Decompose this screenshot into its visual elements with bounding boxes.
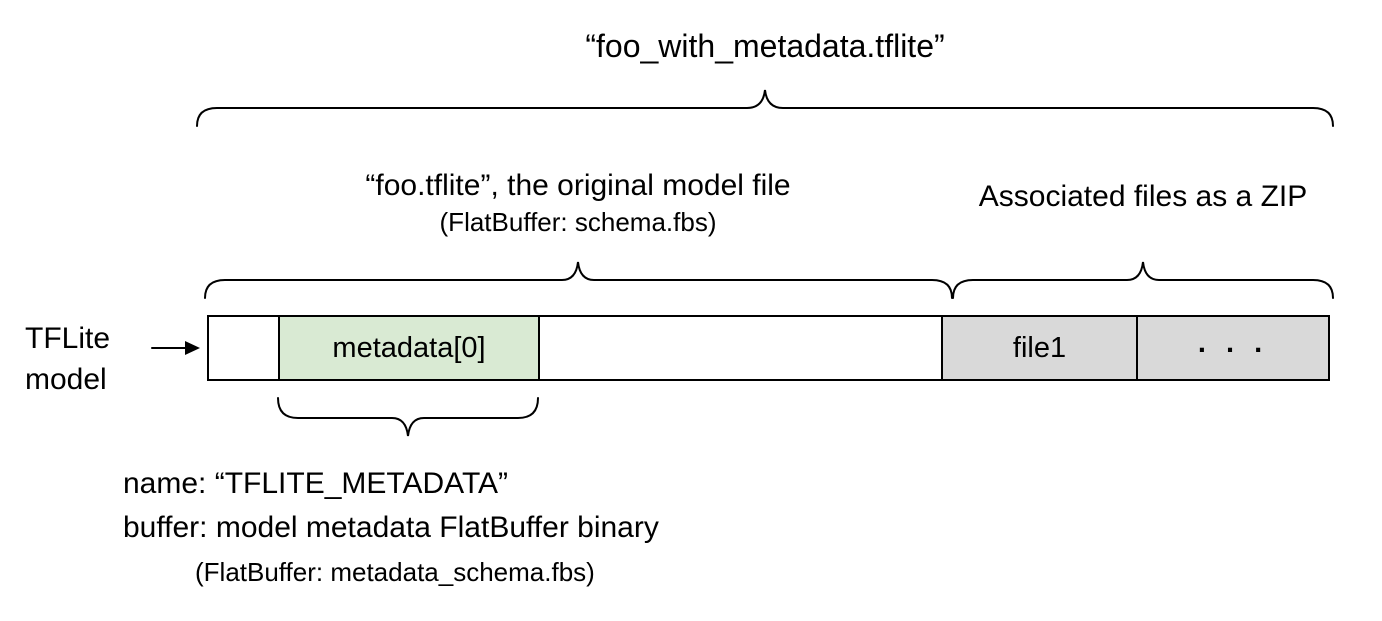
model-file-heading: “foo.tflite”, the original model file xyxy=(365,169,791,202)
bar-segment-empty-leading xyxy=(209,317,278,379)
model-file-brace xyxy=(204,261,953,299)
tflite-model-bar: metadata[0] file1 . . . xyxy=(207,315,1330,381)
bar-segment-more-files: . . . xyxy=(1136,317,1328,379)
zip-files-heading: Associated files as a ZIP xyxy=(978,180,1308,213)
top-brace xyxy=(196,89,1334,127)
tflite-model-label-line1: TFLite xyxy=(25,322,111,355)
pointer-arrow-head xyxy=(185,341,200,355)
diagram-title: “foo_with_metadata.tflite” xyxy=(585,28,945,64)
metadata-note-schema: (FlatBuffer: metadata_schema.fbs) xyxy=(195,557,595,587)
bar-segment-metadata-0: metadata[0] xyxy=(278,317,538,379)
zip-files-brace xyxy=(952,261,1334,299)
metadata-note: name: “TFLITE_METADATA” buffer: model me… xyxy=(123,462,659,594)
metadata-note-name: name: “TFLITE_METADATA” xyxy=(123,467,509,500)
tflite-model-label: TFLite model xyxy=(25,318,110,400)
bar-segment-label: . . . xyxy=(1197,326,1269,359)
bar-segment-file1: file1 xyxy=(941,317,1136,379)
metadata-note-buffer: buffer: model metadata FlatBuffer binary xyxy=(123,511,659,544)
metadata-under-brace xyxy=(277,397,539,437)
bar-segment-label: metadata[0] xyxy=(332,331,486,364)
tflite-model-label-line2: model xyxy=(25,363,107,396)
bar-segment-label: file1 xyxy=(1012,331,1067,364)
bar-segment-empty-middle xyxy=(538,317,941,379)
model-file-subheading: (FlatBuffer: schema.fbs) xyxy=(439,207,717,237)
